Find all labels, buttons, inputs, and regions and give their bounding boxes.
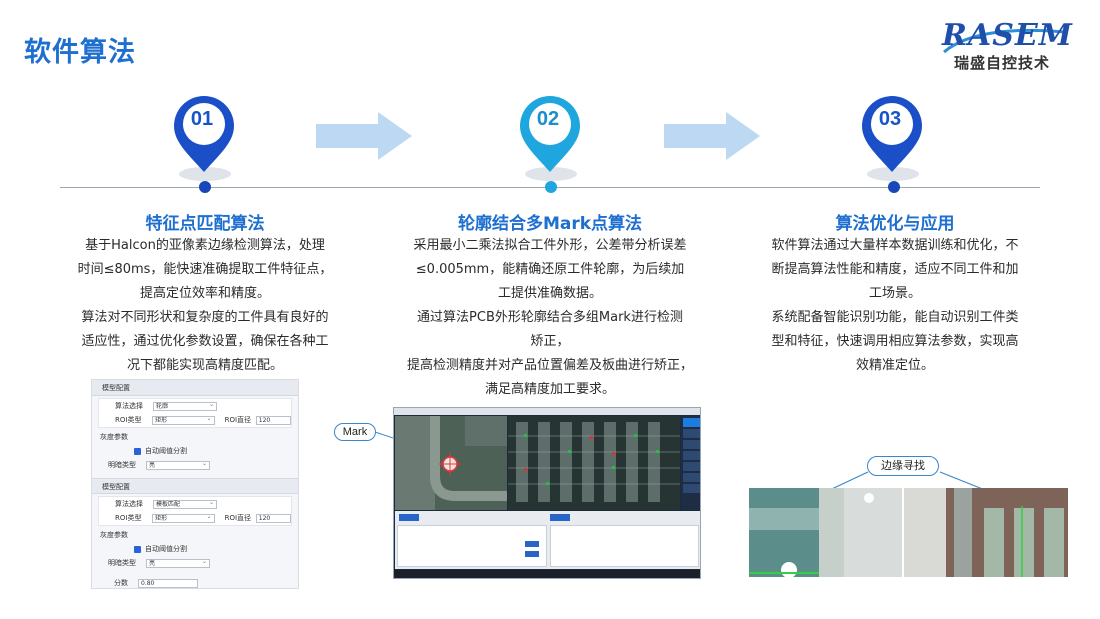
logo-mark: RASEM <box>942 18 1073 53</box>
step-3-pin-icon: 03 <box>858 92 930 188</box>
step-2-pin-icon: 02 <box>516 92 588 188</box>
step-3-title: 算法优化与应用 <box>835 214 955 234</box>
step-3-description: 软件算法通过大量样本数据训练和优化，不断提高算法性能和精度，适应不同工件和加工场… <box>771 238 1019 373</box>
inspection-software-screenshot <box>393 407 701 579</box>
arrow-right-icon <box>664 112 760 160</box>
slide-title: 软件算法 <box>24 37 136 68</box>
logo-swoosh-icon <box>943 28 1065 54</box>
step-2-timeline-dot <box>545 181 557 193</box>
config-header: 模型配置 <box>92 380 298 396</box>
step-2-number: 02 <box>536 108 560 130</box>
company-logo: RASEM 瑞盛自控技术 <box>940 18 1073 76</box>
step-2-title: 轮廓结合多Mark点算法 <box>457 214 643 234</box>
step-1-timeline-dot <box>199 181 211 193</box>
config-header-2: 模型配置 <box>92 478 298 494</box>
step-2-description: 采用最小二乘法拟合工件外形，公差带分析误差≤0.005mm，能精确还原工件轮廓，… <box>406 238 693 397</box>
camera-view-right <box>508 416 680 510</box>
parameter-panel <box>395 511 700 569</box>
edge-find-callout: 边缘寻找 <box>867 456 939 476</box>
taskbar <box>394 570 700 578</box>
step-3-timeline-dot <box>888 181 900 193</box>
mark-callout: Mark <box>334 423 376 441</box>
step-1-pin-icon: 01 <box>170 92 242 188</box>
edge-image-right <box>904 488 1068 577</box>
auto-threshold-checkbox <box>134 447 141 455</box>
arrow-right-icon <box>316 112 412 160</box>
camera-view-left <box>395 416 507 510</box>
step-1-description: 基于Halcon的亚像素边缘检测算法，处理时间≤80ms，能快速准确提取工件特征… <box>77 238 333 373</box>
step-3-number: 03 <box>878 108 902 130</box>
logo-subtitle: 瑞盛自控技术 <box>954 54 1051 72</box>
step-1-title: 特征点匹配算法 <box>145 214 265 234</box>
edge-image-left <box>749 488 902 577</box>
side-menu <box>681 416 700 510</box>
step-1-number: 01 <box>190 108 214 130</box>
